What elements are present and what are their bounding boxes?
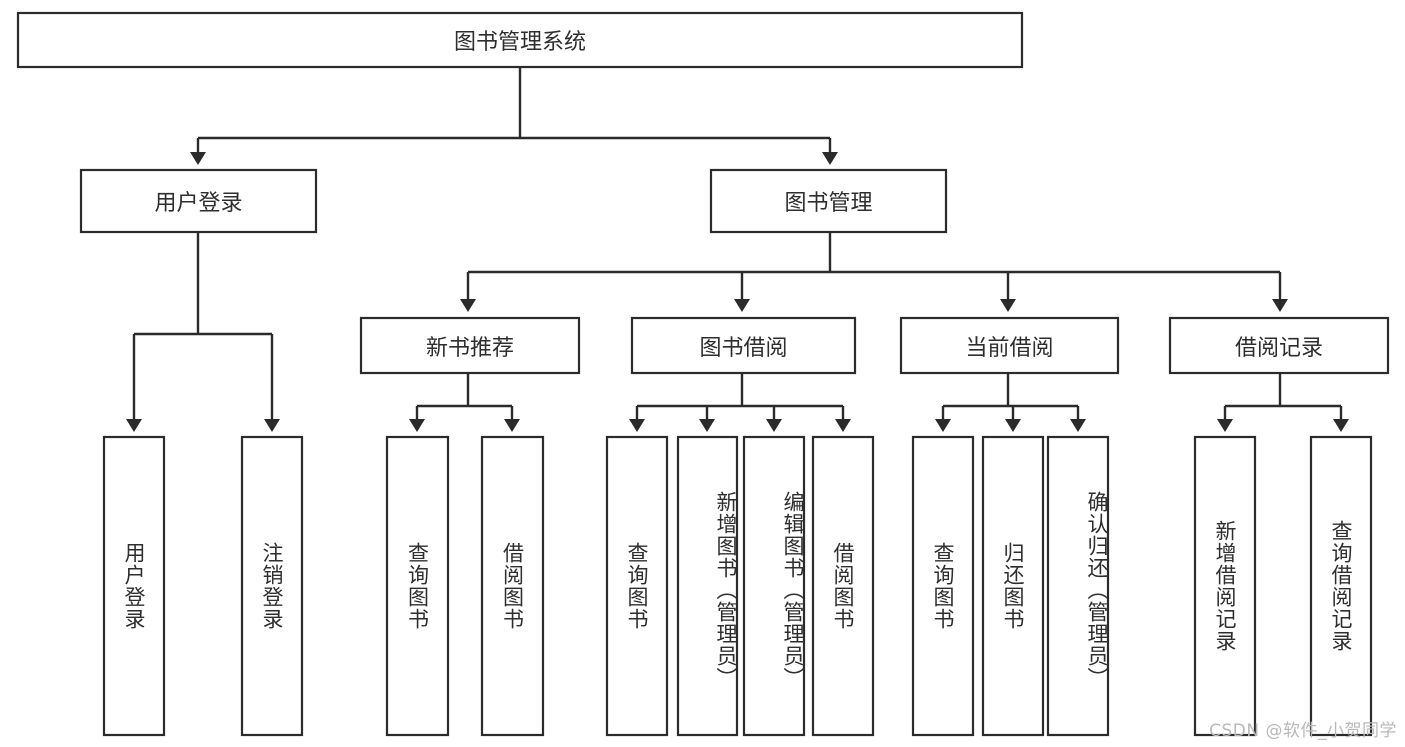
node-box-leaf-borrow-book-rec[interactable] xyxy=(480,435,545,737)
node-box-new-book-rec[interactable] xyxy=(359,316,581,375)
node-box-leaf-add-record[interactable] xyxy=(1193,435,1257,737)
node-box-leaf-logout-login[interactable] xyxy=(240,435,304,737)
node-box-current-borrow[interactable] xyxy=(899,316,1120,375)
node-box-leaf-add-book[interactable] xyxy=(676,435,739,737)
node-box-user-login[interactable] xyxy=(79,168,318,234)
node-box-leaf-query-book-cur[interactable] xyxy=(911,435,975,737)
watermark-text: CSDN @软件_小贺同学 xyxy=(1209,721,1397,741)
node-box-borrow-record[interactable] xyxy=(1168,316,1390,375)
node-box-book-borrow[interactable] xyxy=(630,316,857,375)
node-box-book-manage[interactable] xyxy=(709,168,948,234)
node-box-root[interactable] xyxy=(16,11,1024,69)
node-box-leaf-edit-book[interactable] xyxy=(742,435,806,737)
node-box-leaf-query-book-borrow[interactable] xyxy=(605,435,669,737)
node-box-leaf-borrow-book[interactable] xyxy=(811,435,875,737)
node-box-leaf-return-book[interactable] xyxy=(981,435,1045,737)
node-box-leaf-confirm-return[interactable] xyxy=(1046,435,1110,737)
node-box-leaf-query-record[interactable] xyxy=(1309,435,1373,737)
node-box-leaf-query-book-rec[interactable] xyxy=(385,435,450,737)
node-box-leaf-user-login[interactable] xyxy=(102,435,166,737)
